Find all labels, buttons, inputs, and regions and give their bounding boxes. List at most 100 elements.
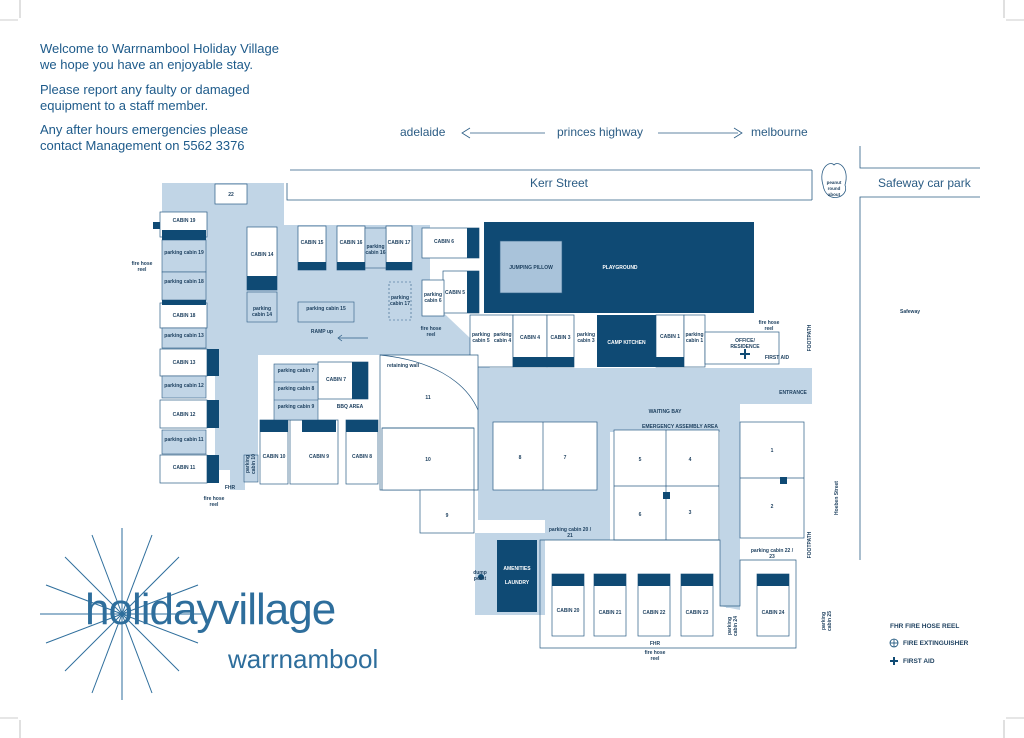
safeway-carpark-label: Safeway car park bbox=[878, 176, 971, 190]
buildings bbox=[153, 222, 789, 612]
site-2: 2 bbox=[770, 504, 774, 510]
site-1: 1 bbox=[770, 448, 774, 454]
parking-5: parking cabin 5 bbox=[471, 332, 491, 344]
fire-hose-reel-west: fire hose reel bbox=[203, 496, 225, 508]
site-4: 4 bbox=[688, 457, 692, 463]
legend-first-aid: FIRST AID bbox=[903, 658, 935, 665]
parking-1: parking cabin 1 bbox=[685, 332, 704, 344]
fhr-marker-2: FHR bbox=[649, 641, 661, 647]
report-line-1: Please report any faulty or damaged bbox=[40, 82, 250, 97]
site-9: 9 bbox=[445, 513, 449, 519]
site-22: 22 bbox=[228, 192, 234, 198]
first-aid-map-label: FIRST AID bbox=[764, 355, 790, 361]
camp-kitchen: CAMP KITCHEN bbox=[607, 340, 646, 346]
parking-19: parking cabin 19 bbox=[164, 250, 204, 256]
cabin-10: CABIN 10 bbox=[262, 454, 286, 460]
melbourne-label: melbourne bbox=[751, 125, 808, 139]
site-11: 11 bbox=[425, 395, 431, 401]
parking-6: parking cabin 6 bbox=[423, 292, 443, 304]
welcome-text: Welcome to Warrnambool Holiday Village w… bbox=[40, 41, 279, 73]
cabin-21: CABIN 21 bbox=[598, 610, 622, 616]
parking-20-21: parking cabin 20 / 21 bbox=[548, 527, 592, 539]
safeway-label: Safeway bbox=[900, 309, 921, 315]
cabin-15: CABIN 15 bbox=[300, 240, 324, 246]
cabin-23: CABIN 23 bbox=[685, 610, 709, 616]
entrance-label: ENTRANCE bbox=[779, 390, 807, 396]
adelaide-label: adelaide bbox=[400, 125, 446, 139]
legend-fhr: FHR FIRE HOSE REEL bbox=[890, 623, 960, 630]
site-3: 3 bbox=[688, 510, 692, 516]
cabin-12: CABIN 12 bbox=[172, 412, 196, 418]
logo-holidayvillage: holidayvillage bbox=[85, 585, 336, 634]
parking-8: parking cabin 8 bbox=[277, 386, 315, 392]
kerr-street-label: Kerr Street bbox=[530, 176, 589, 190]
cabin-13: CABIN 13 bbox=[172, 360, 196, 366]
amenities: AMENITIES bbox=[503, 566, 531, 572]
report-line-2: equipment to a staff member. bbox=[40, 98, 209, 113]
cabin-7: CABIN 7 bbox=[325, 377, 346, 383]
logo-starburst bbox=[40, 528, 204, 700]
parking-18: parking cabin 18 bbox=[164, 279, 204, 285]
roundabout-label: peanut round about bbox=[826, 180, 842, 197]
hoeben-street-label: Hoeben Street bbox=[834, 481, 840, 515]
emergency-line-2: contact Management on 5562 3376 bbox=[40, 138, 245, 153]
bbq-area: BBQ AREA bbox=[336, 404, 364, 410]
ramp-label: RAMP up bbox=[310, 329, 334, 335]
cabin-22: CABIN 22 bbox=[642, 610, 666, 616]
fire-hose-reel-office: fire hose reel bbox=[758, 320, 780, 332]
site-10: 10 bbox=[425, 457, 431, 463]
parking-9: parking cabin 9 bbox=[277, 404, 315, 410]
cabin-18: CABIN 18 bbox=[172, 313, 196, 319]
fire-hose-reel-nw: fire hose reel bbox=[131, 261, 153, 273]
logo-warrnambool: warrnambool bbox=[228, 644, 379, 674]
footpath-label: FOOTPATH bbox=[807, 324, 813, 352]
parking-7: parking cabin 7 bbox=[277, 368, 315, 374]
cabin-17: CABIN 17 bbox=[387, 240, 411, 246]
cabin-24: CABIN 24 bbox=[761, 610, 785, 616]
laundry: LAUNDRY bbox=[504, 580, 530, 586]
fire-hose-reel-south: fire hose reel bbox=[644, 650, 666, 662]
retaining-wall-label: retaining wall bbox=[387, 363, 419, 369]
cabin-4: CABIN 4 bbox=[519, 335, 540, 341]
highway-label: princes highway bbox=[557, 125, 644, 139]
cabin-9: CABIN 9 bbox=[308, 454, 329, 460]
site-8: 8 bbox=[518, 455, 522, 461]
office-residence: OFFICE/ RESIDENCE bbox=[730, 338, 760, 350]
emergency-assembly-area: EMERGENCY ASSEMBLY AREA bbox=[642, 424, 718, 430]
cabin-14: CABIN 14 bbox=[250, 252, 274, 258]
cabin-16: CABIN 16 bbox=[339, 240, 363, 246]
parking-17: parking cabin 17 bbox=[389, 295, 410, 307]
parking-25: parking cabin 25 bbox=[821, 611, 833, 632]
parking-13: parking cabin 13 bbox=[164, 333, 204, 339]
welcome-line-2: we hope you have an enjoyable stay. bbox=[40, 57, 253, 72]
emergency-text: Any after hours emergencies please conta… bbox=[40, 122, 248, 154]
site-6: 6 bbox=[638, 512, 642, 518]
parking-22-23: parking cabin 22 / 23 bbox=[750, 548, 794, 560]
parking-16: parking cabin 16 bbox=[365, 244, 386, 256]
cabin-5: CABIN 5 bbox=[444, 290, 465, 296]
cabin-8: CABIN 8 bbox=[351, 454, 372, 460]
fhr-marker-1: FHR bbox=[224, 485, 236, 491]
dump-point: dump point bbox=[473, 570, 487, 582]
legend-extinguisher: FIRE EXTINGUISHER bbox=[903, 640, 969, 647]
cabin-20: CABIN 20 bbox=[556, 608, 580, 614]
cabin-3: CABIN 3 bbox=[550, 335, 571, 341]
parking-4: parking cabin 4 bbox=[493, 332, 512, 344]
cabin-1: CABIN 1 bbox=[659, 334, 680, 340]
footpath-label-2: FOOTPATH bbox=[807, 531, 813, 559]
waiting-bay: WAITING BAY bbox=[648, 409, 682, 415]
parking-12: parking cabin 12 bbox=[164, 383, 204, 389]
site-7: 7 bbox=[563, 455, 567, 461]
parking-3: parking cabin 3 bbox=[576, 332, 596, 344]
cabin-6: CABIN 6 bbox=[433, 239, 454, 245]
playground: PLAYGROUND bbox=[602, 265, 638, 271]
parking-15: parking cabin 15 bbox=[306, 306, 346, 312]
report-text: Please report any faulty or damaged equi… bbox=[40, 82, 250, 114]
cabin-19: CABIN 19 bbox=[172, 218, 196, 224]
parking-14: parking cabin 14 bbox=[251, 306, 272, 318]
welcome-line-1: Welcome to Warrnambool Holiday Village bbox=[40, 41, 279, 56]
jumping-pillow: JUMPING PILLOW bbox=[509, 265, 553, 271]
parking-10: parking cabin 10 bbox=[245, 454, 257, 475]
fire-hose-reel-label: fire hose reel bbox=[420, 326, 442, 338]
